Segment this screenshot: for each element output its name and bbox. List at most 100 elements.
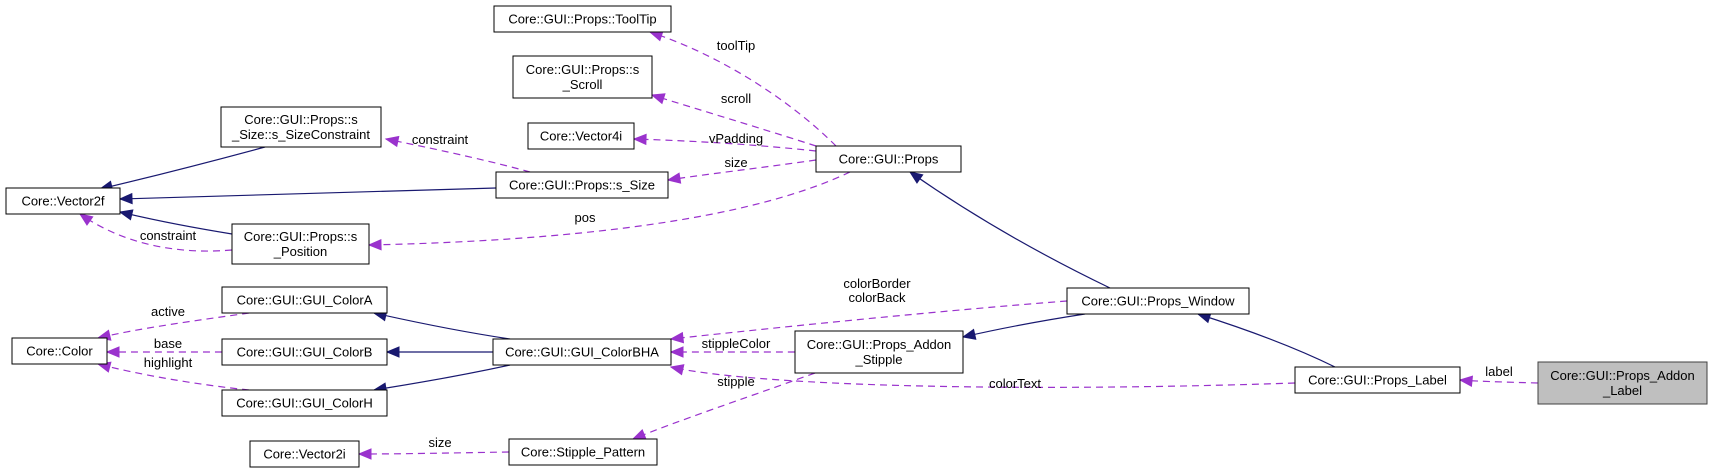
class-node-vector4i[interactable]: Core::Vector4i	[527, 122, 635, 150]
node-box	[231, 223, 370, 265]
node-box	[1066, 287, 1250, 315]
arrowhead	[385, 346, 400, 358]
arrowhead	[669, 346, 684, 358]
node-label: Core::GUI::Props::s	[244, 229, 358, 244]
edge-stipple: stipple	[631, 372, 816, 440]
edge-line	[670, 366, 1296, 388]
edge-label: vPadding	[709, 131, 763, 146]
edge-tooltip: toolTip	[648, 30, 837, 147]
class-node-size-constraint[interactable]: Core::GUI::Props::s_Size::s_SizeConstrai…	[220, 106, 382, 148]
node-box	[1537, 361, 1708, 405]
node-box	[794, 330, 964, 374]
arrowhead	[961, 328, 977, 340]
edge-line	[373, 312, 511, 340]
arrowhead	[669, 331, 685, 344]
edge-line	[385, 138, 531, 173]
edge-label: size	[724, 155, 747, 170]
node-box	[512, 55, 653, 99]
class-node-addon-stipple[interactable]: Core::GUI::Props_Addon_Stipple	[794, 330, 964, 374]
class-node-props-scroll[interactable]: Core::GUI::Props::s_Scroll	[512, 55, 653, 99]
class-node-props-size[interactable]: Core::GUI::Props::s_Size	[495, 171, 669, 199]
class-node-colorb[interactable]: Core::GUI::GUI_ColorB	[221, 338, 388, 366]
edge-size-to-vector2f	[118, 187, 497, 205]
node-label: Core::Vector2f	[21, 194, 104, 209]
node-label: _Stipple	[855, 352, 903, 367]
class-node-addon-label[interactable]: Core::GUI::Props_Addon_Label	[1537, 361, 1708, 405]
edge-line	[119, 187, 497, 200]
edge-size-vector2i: size	[357, 435, 510, 460]
class-node-props-tooltip[interactable]: Core::GUI::Props::ToolTip	[493, 5, 672, 33]
node-box	[221, 389, 388, 417]
class-node-stipple-pattern[interactable]: Core::Stipple_Pattern	[508, 438, 658, 466]
edge-label: size	[428, 435, 451, 450]
edge-label: colorText	[989, 376, 1041, 391]
class-node-color[interactable]: Core::Color	[11, 337, 108, 365]
edge-window-to-stipple	[961, 313, 1086, 340]
node-label: Core::GUI::Props_Window	[1081, 294, 1235, 309]
class-node-colora[interactable]: Core::GUI::GUI_ColorA	[221, 286, 388, 314]
node-box	[249, 440, 360, 468]
edge-colorbha-to-colorh	[372, 364, 511, 394]
class-node-vector2f[interactable]: Core::Vector2f	[5, 187, 121, 215]
class-node-props-label[interactable]: Core::GUI::Props_Label	[1294, 366, 1461, 394]
edge-label: label	[1458, 364, 1539, 387]
class-node-props[interactable]: Core::GUI::Props	[815, 145, 962, 173]
edge-label: active	[151, 304, 185, 319]
edge-constraint-position: constraint	[78, 213, 233, 252]
edge-label: label	[1485, 364, 1513, 379]
class-node-colorbha[interactable]: Core::GUI::GUI_ColorBHA	[492, 338, 672, 366]
node-box	[495, 171, 669, 199]
edge-colorbha-to-colorb	[385, 346, 494, 358]
node-label: Core::Color	[26, 344, 93, 359]
node-label: Core::Vector4i	[540, 129, 622, 144]
node-label: Core::GUI::Props	[839, 152, 939, 167]
edge-colorbha-to-colora	[372, 310, 511, 340]
node-box	[1294, 366, 1461, 394]
arrowhead	[908, 171, 924, 184]
edge-colortext: colorText	[669, 364, 1296, 391]
arrowhead	[384, 135, 400, 148]
arrowhead	[367, 238, 382, 251]
node-label: Core::GUI::Props_Addon	[807, 337, 952, 352]
class-node-props-position[interactable]: Core::GUI::Props::s_Position	[231, 223, 370, 265]
edge-base: base	[105, 336, 223, 358]
edge-label: constraint	[412, 132, 469, 147]
arrowhead	[669, 364, 685, 376]
arrowhead	[650, 93, 666, 105]
edge-sizeconstraint-to-vector2f	[98, 146, 266, 192]
arrowhead	[78, 213, 94, 226]
class-node-colorh[interactable]: Core::GUI::GUI_ColorH	[221, 389, 388, 417]
node-box	[493, 5, 672, 33]
edge-line	[670, 300, 1068, 340]
edge-label: toolTip	[717, 38, 756, 53]
edge-scroll: scroll	[650, 91, 817, 147]
edge-label: base	[154, 336, 182, 351]
edge-line	[79, 213, 233, 252]
class-node-vector2i[interactable]: Core::Vector2i	[249, 440, 360, 468]
node-label: Core::GUI::Props::ToolTip	[508, 12, 656, 27]
arrowhead	[105, 346, 120, 358]
node-box	[492, 338, 672, 366]
node-label: Core::GUI::GUI_ColorB	[237, 345, 373, 360]
edge-pos: pos	[367, 171, 851, 251]
edge-label: scroll	[721, 91, 751, 106]
node-box	[527, 122, 635, 150]
node-label: _Size::s_SizeConstraint	[231, 127, 370, 142]
node-box	[221, 338, 388, 366]
edge-size: size	[666, 155, 817, 184]
edge-label: highlight	[144, 355, 193, 370]
class-node-props-window[interactable]: Core::GUI::Props_Window	[1066, 287, 1250, 315]
edge-line	[633, 138, 817, 152]
edge-line	[649, 31, 837, 147]
node-label: Core::Vector2i	[263, 447, 345, 462]
edge-label-to-window	[1196, 312, 1336, 368]
node-box	[11, 337, 108, 365]
node-box	[5, 187, 121, 215]
node-label: _Label	[1602, 383, 1642, 398]
node-label: Core::GUI::Props_Label	[1308, 373, 1447, 388]
node-box	[221, 286, 388, 314]
arrowhead	[357, 448, 372, 460]
arrowhead	[118, 192, 133, 205]
node-label: Core::GUI::GUI_ColorA	[237, 293, 373, 308]
